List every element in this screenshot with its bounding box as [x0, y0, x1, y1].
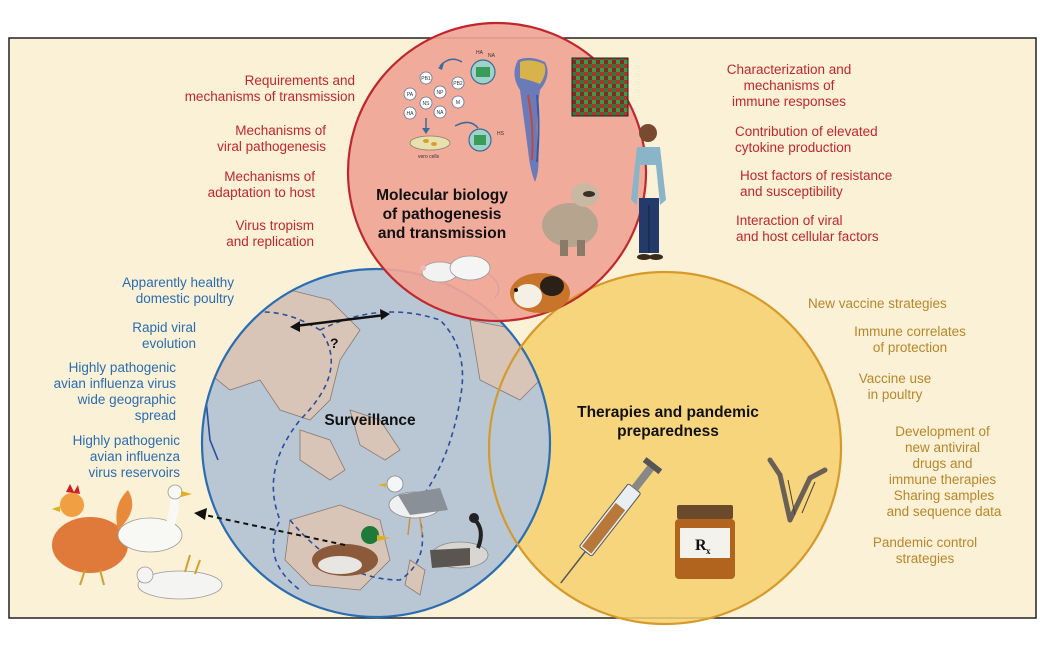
red-label-interaction: Interaction of viral and host cellular f…: [736, 213, 879, 244]
svg-text:HS: HS: [497, 131, 505, 137]
transmission-arrow: [194, 508, 346, 546]
molecular-circle-outline: [346, 21, 648, 323]
migration-arrow: ?: [290, 309, 390, 351]
prescription-bottle-icon: R x: [675, 505, 735, 579]
mallard-duck-icon: [312, 526, 390, 576]
ferret-icon: [542, 183, 599, 256]
protein-label: NS: [423, 101, 431, 107]
antibody-icon: [767, 457, 828, 523]
svg-text:HA: HA: [476, 50, 484, 56]
gold-label-immune-correlates: Immune correlates of protection: [854, 324, 966, 355]
gold-label-vaccine-poultry: Vaccine use in poultry: [858, 371, 932, 402]
protein-label: NP: [437, 90, 445, 96]
therapies-circle: [489, 272, 841, 624]
therapies-circle-outline: [487, 270, 843, 626]
protein-label: PA: [407, 92, 414, 98]
gold-label-antiviral: Development of new antiviral drugs and i…: [888, 424, 997, 487]
guinea-pig-icon: [510, 273, 570, 313]
blue-label-rapid-evolution: Rapid viral evolution: [132, 320, 196, 351]
gold-label-pandemic-control: Pandemic control strategies: [872, 535, 978, 566]
white-duck-icon: [117, 484, 192, 553]
red-label-transmission: Requirements and mechanisms of transmiss…: [184, 73, 355, 104]
red-label-cytokine: Contribution of elevated cytokine produc…: [735, 124, 878, 155]
blue-label-wide-spread: Highly pathogenic avian influenza virus …: [53, 360, 176, 423]
blue-label-healthy-poultry: Apparently healthy domestic poultry: [122, 275, 234, 306]
red-label-host-factors: Host factors of resistance and susceptib…: [740, 168, 893, 199]
red-label-tropism: Virus tropism and replication: [226, 218, 314, 249]
protein-label: HA: [407, 111, 415, 117]
svg-text:x: x: [706, 546, 711, 556]
question-mark: ?: [330, 335, 339, 351]
molecular-circle-title: Molecular biology of pathogenesis and tr…: [376, 187, 508, 242]
gold-label-vaccine-strategies: New vaccine strategies: [808, 296, 947, 311]
protein-label: PB1: [421, 76, 431, 82]
blue-label-reservoirs: Highly pathogenic avian influenza virus …: [72, 433, 180, 480]
red-label-immune-responses: Characterization and mechanisms of immun…: [726, 62, 852, 109]
red-label-pathogenesis: Mechanisms of viral pathogenesis: [217, 123, 326, 154]
svg-text:vero cells: vero cells: [418, 154, 440, 160]
rooster-icon: [52, 484, 133, 586]
therapies-circle-title: Therapies and pandemic preparedness: [577, 404, 759, 440]
red-label-adaptation: Mechanisms of adaptation to host: [207, 169, 315, 200]
gull-icon: [378, 475, 448, 536]
svg-text:NA: NA: [488, 53, 496, 59]
virus-cycle-illustration: HA NA HS vero cells: [403, 50, 505, 160]
human-figure: [631, 124, 666, 260]
mice-icon: [420, 255, 500, 299]
dead-chicken-icon: [136, 554, 223, 600]
microarray-heatmap: [571, 57, 629, 117]
protein-label: M: [456, 100, 460, 106]
surveillance-circle-title: Surveillance: [324, 412, 416, 429]
protein-label: PB2: [453, 81, 463, 87]
gold-label-sharing: Sharing samples and sequence data: [886, 488, 1002, 519]
hemagglutinin-structure-icon: [514, 57, 548, 182]
svg-text:R: R: [695, 537, 707, 554]
syringe-icon: [560, 457, 663, 584]
goose-icon: [430, 513, 489, 569]
protein-label: NA: [437, 110, 445, 116]
